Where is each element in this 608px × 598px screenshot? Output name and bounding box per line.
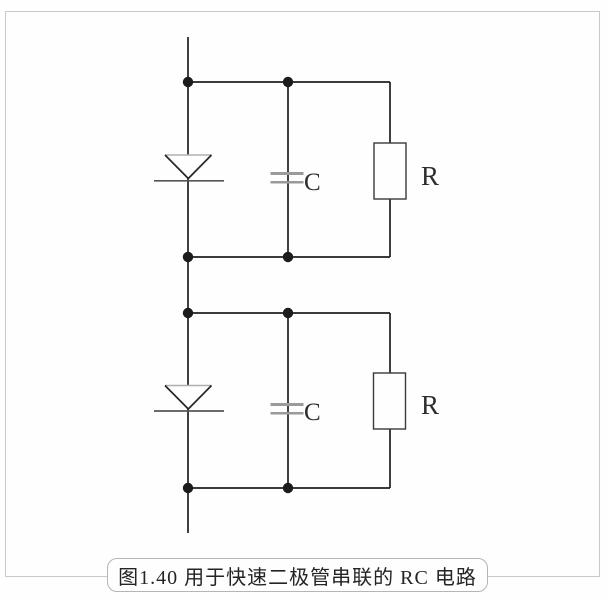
diode-triangle [165,385,212,409]
diode-triangle-right-side [187,384,213,410]
figure-frame-border [5,11,600,577]
capacitor-plate-top [270,403,304,406]
resistor-label-1: R [421,161,440,191]
junction-dot [182,482,194,494]
junction-dot [182,76,194,88]
figure-caption: 图1.40 用于快速二极管串联的 RC 电路 [118,566,477,589]
rc-snubber-section-2 [154,307,407,494]
junction-dot [182,251,194,263]
diode-triangle-right-side [187,154,213,180]
resistor-symbol [373,142,407,200]
diode-triangle [165,155,212,179]
resistor-symbol [372,372,407,430]
capacitor-plate-top [270,172,304,175]
junction-dot [282,76,294,88]
junction-dot [182,307,194,319]
junction-dot [282,307,294,319]
resistor-label-2: R [421,390,440,420]
rc-snubber-section-1 [154,76,407,263]
capacitor-plate-bottom [270,412,304,415]
diode-symbol [154,384,224,412]
junction-dot [282,251,294,263]
capacitor-symbol [270,403,304,415]
figure-caption-box: 图1.40 用于快速二极管串联的 RC 电路 [107,558,488,592]
junction-dot [282,482,294,494]
capacitor-plate-bottom [270,181,304,184]
diode-triangle-left-side [164,384,189,410]
capacitor-label-1: C [304,169,321,196]
diode-symbol [154,154,224,182]
capacitor-label-2: C [304,399,321,426]
capacitor-symbol [270,172,304,184]
diode-triangle-left-side [164,154,189,180]
